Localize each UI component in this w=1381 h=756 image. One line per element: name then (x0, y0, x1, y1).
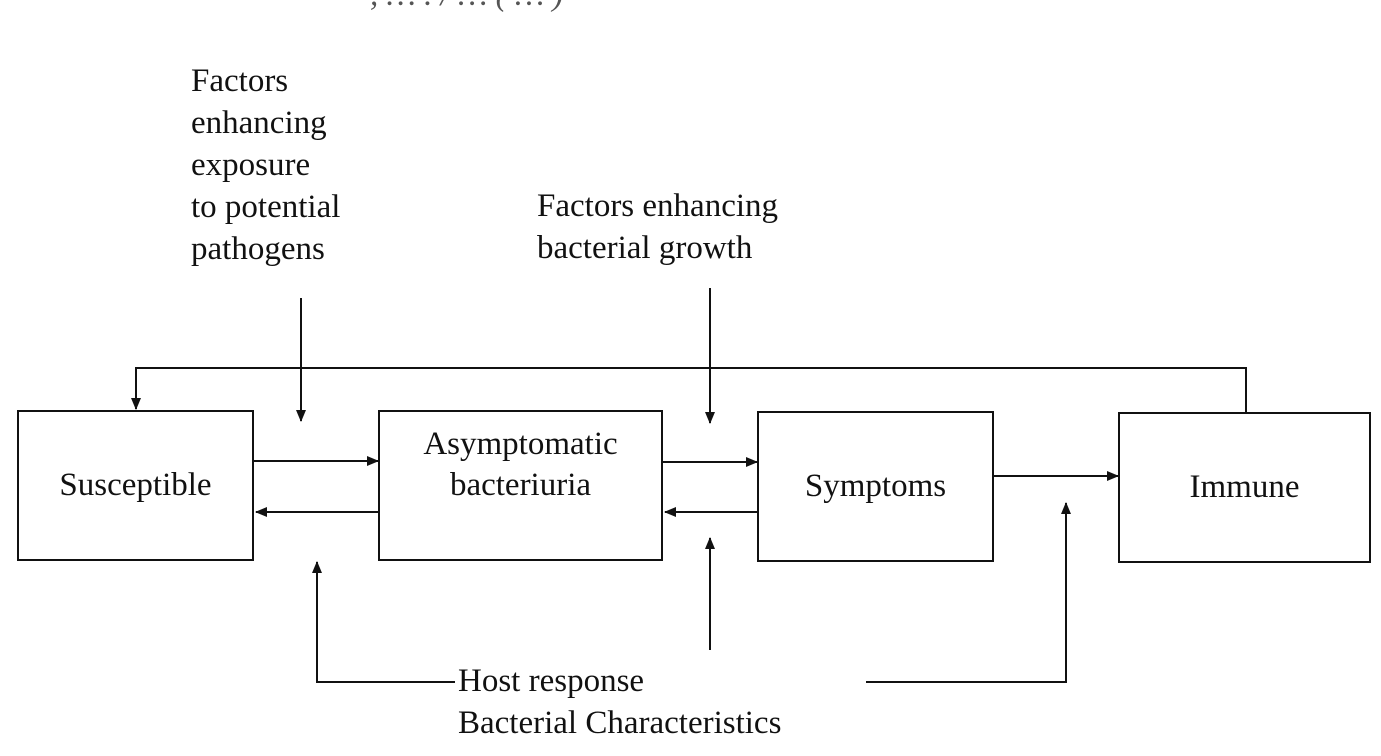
state-box-asymptomatic: Asymptomatic bacteriuria (378, 410, 663, 561)
exposure-factors-line: enhancing (191, 105, 327, 141)
state-label-symptoms: Symptoms (804, 468, 947, 504)
exposure-factors-line: exposure (191, 147, 311, 183)
exposure-factors-line: to potential (191, 189, 341, 225)
state-box-symptoms: Symptoms (757, 411, 994, 562)
state-label-asymptomatic-line2: bacteriuria (449, 467, 592, 503)
state-box-susceptible: Susceptible (17, 410, 254, 561)
state-label-asymptomatic-line1: Asymptomatic (423, 426, 618, 462)
exposure-factors-line: pathogens (191, 231, 325, 267)
exposure-factors-line: Factors (191, 63, 289, 99)
header-partial-text: , … . / … ( … ) (370, 0, 563, 16)
host-response-label: Host response (458, 663, 645, 699)
bacterial-characteristics-label: Bacterial Characteristics (458, 705, 782, 741)
state-label-susceptible: Susceptible (59, 467, 212, 503)
host-response-arrow-left (312, 561, 455, 683)
host-response-arrow-right (866, 502, 1071, 683)
state-box-immune: Immune (1118, 412, 1371, 563)
state-label-immune: Immune (1189, 469, 1300, 505)
exposure-factors-label: Factors enhancing exposure to potential … (191, 60, 340, 270)
feedback-arrow-immune-to-susceptible (131, 367, 1247, 412)
growth-factors-label: Factors enhancing bacterial growth (537, 185, 778, 269)
growth-factors-line: Factors enhancing (537, 188, 779, 224)
growth-factors-line: bacterial growth (537, 230, 753, 266)
